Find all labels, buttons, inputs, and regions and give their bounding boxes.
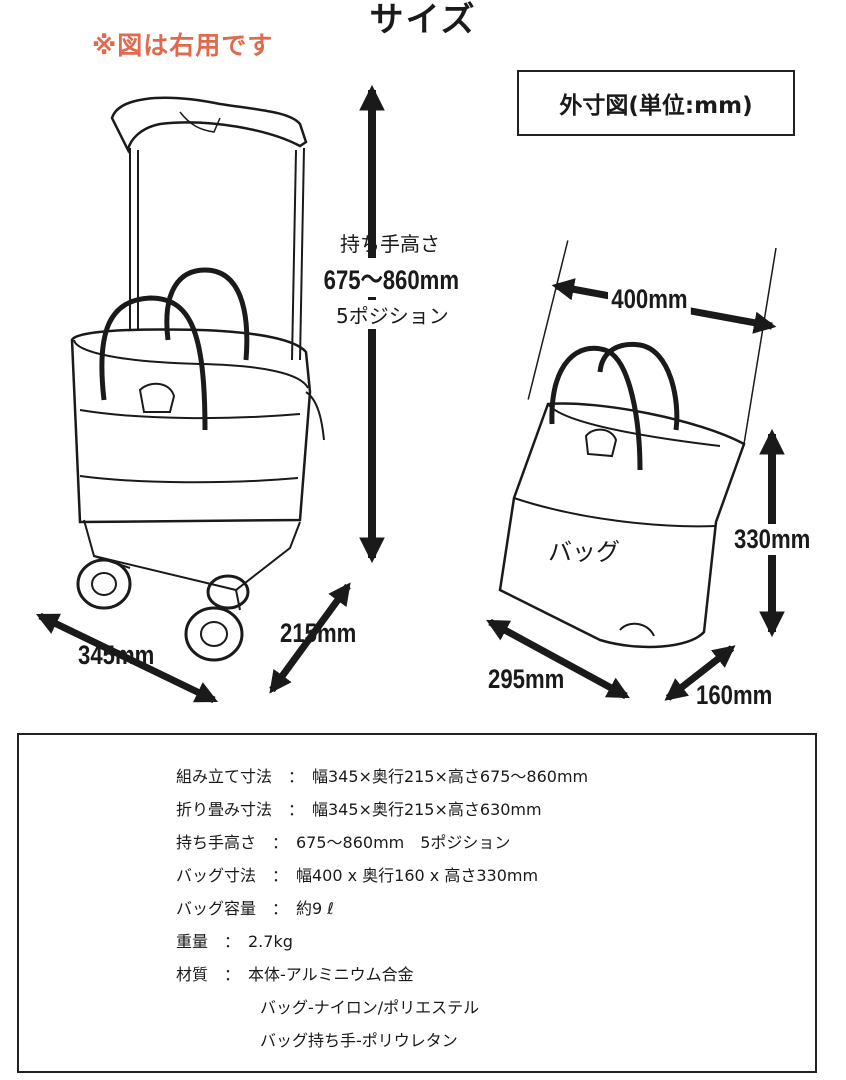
cart-wheel-front-right [206, 574, 250, 610]
cart-wheel-back-left [76, 558, 132, 610]
spec-assembled-size: 組み立て寸法 ： 幅345×奥行215×高さ675〜860mm [176, 767, 589, 786]
bag-handle-front [549, 345, 643, 471]
cart-depth-label: 215mm [280, 618, 357, 648]
cart-depth-arrow [269, 582, 351, 694]
handle-height-label: 持ち手高さ [340, 232, 440, 256]
cart-width-arrow [35, 612, 219, 704]
cart-frame-base [83, 519, 301, 592]
bag-depth-label: 160mm [696, 680, 773, 710]
bag-label: バッグ [548, 538, 620, 566]
bag-illustration [498, 341, 746, 649]
cart-bag-handle-front [99, 295, 208, 431]
bag-bottom-width-label: 295mm [488, 664, 565, 694]
spec-handle-height: 持ち手高さ ： 675〜860mm 5ポジション [176, 833, 511, 852]
bag-handle-back [597, 341, 680, 431]
spec-weight: 重量 ： 2.7kg [176, 932, 293, 951]
cart-bag-handle-back [164, 267, 250, 361]
dimension-drawing [35, 84, 785, 704]
page-title: サイズ [369, 0, 477, 40]
unit-label: 外寸図(単位:mm) [559, 93, 753, 119]
cart-bag-body [70, 328, 312, 524]
cart-width-label: 345mm [78, 640, 155, 670]
spec-bag-capacity: バッグ容量 ： 約9 ℓ [176, 899, 334, 918]
spec-folded-size: 折り畳み寸法 ： 幅345×奥行215×高さ630mm [176, 800, 542, 819]
cart-wheel-front-left [184, 606, 244, 662]
shopping-cart-illustration [70, 96, 325, 662]
spec-table [17, 733, 817, 1073]
bag-bottom-width-arrow [486, 618, 630, 700]
bag-height-label: 330mm [734, 524, 811, 555]
spec-material: 材質 ： 本体-アルミニウム合金 [176, 965, 414, 984]
bag-width-label: 400mm [608, 284, 691, 315]
handle-positions-label: 5ポジション [336, 300, 449, 329]
spec-material-bag: バッグ-ナイロン/ポリエステル [260, 998, 480, 1017]
unit-label-box: 外寸図(単位:mm) [517, 70, 795, 136]
cart-pole-right [291, 147, 305, 361]
spec-bag-size: バッグ寸法 ： 幅400 x 奥行160 x 高さ330mm [176, 866, 539, 885]
bag-depth-arrow [664, 645, 736, 701]
handle-height-value: 675〜860mm [322, 258, 461, 297]
spec-material-handle: バッグ持ち手-ポリウレタン [260, 1031, 458, 1050]
cart-handle-grip [110, 96, 308, 154]
right-side-note: ※図は右用です [92, 31, 274, 60]
